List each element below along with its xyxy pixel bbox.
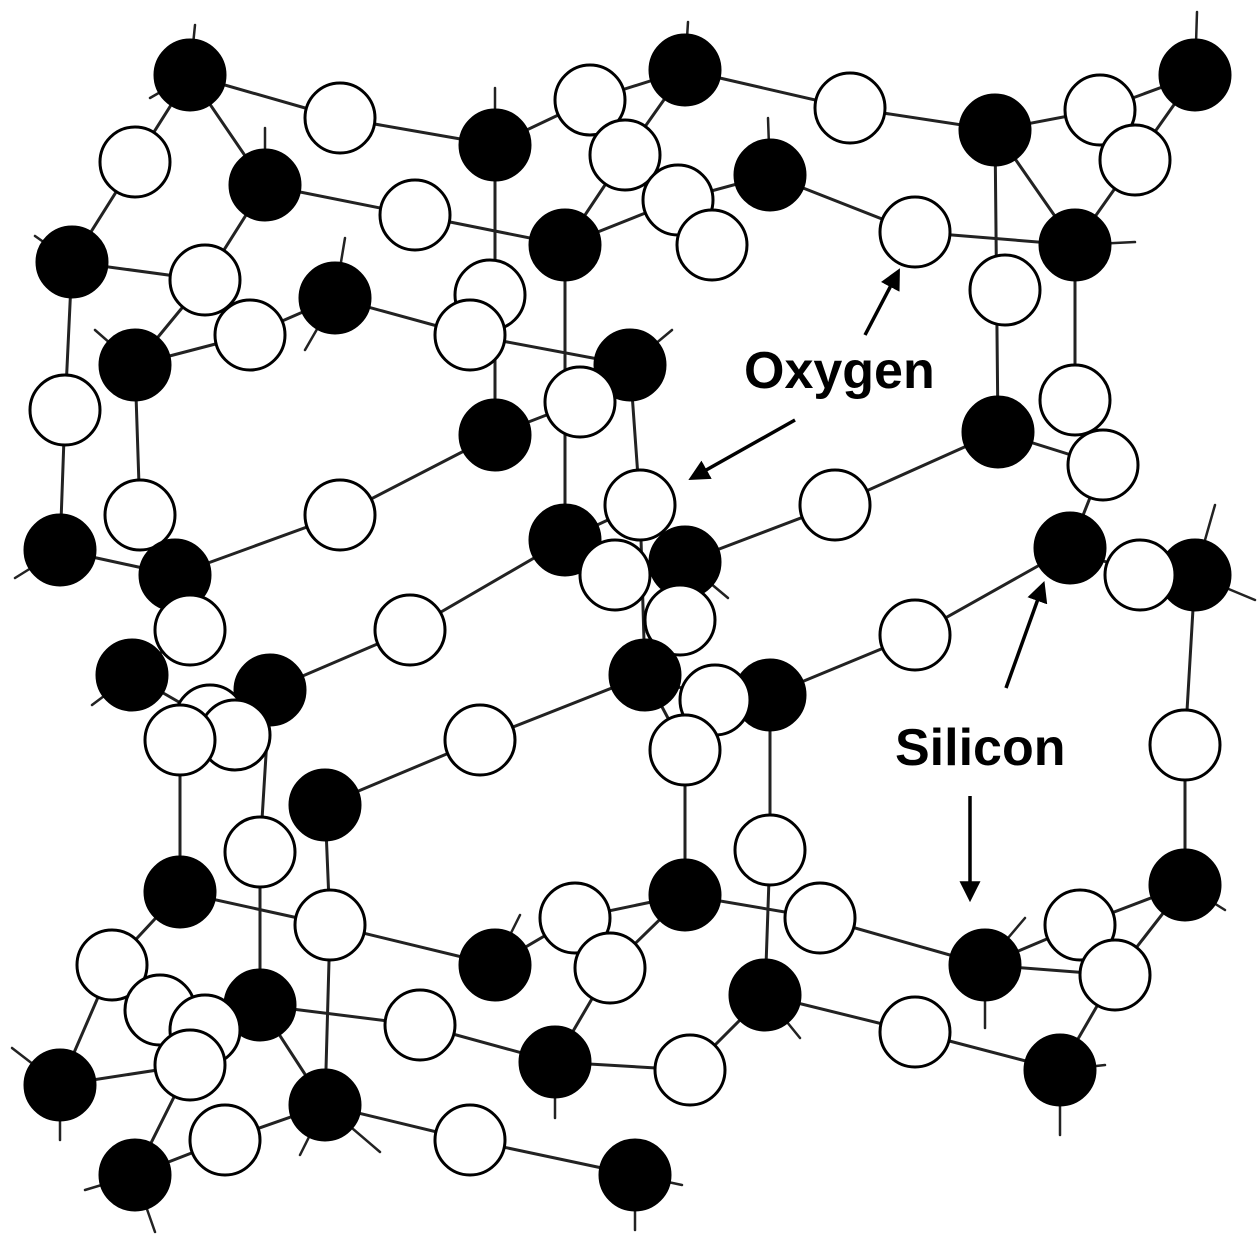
silicon-atom — [153, 38, 227, 112]
silicon-atom — [1023, 1033, 1097, 1107]
silicon-atom — [458, 108, 532, 182]
oxygen-atom — [103, 478, 177, 552]
silicon-atom — [98, 328, 172, 402]
silicon-atom — [23, 513, 97, 587]
oxygen-atom — [553, 63, 627, 137]
silicon-atom — [528, 208, 602, 282]
silicon-atom — [458, 398, 532, 472]
oxygen-atom — [383, 988, 457, 1062]
oxygen-atom — [543, 365, 617, 439]
oxygen-atom — [75, 928, 149, 1002]
silicon-atom — [528, 503, 602, 577]
silicon-atom — [458, 928, 532, 1002]
oxygen-arrow-upper — [863, 268, 900, 336]
oxygen-atom — [98, 125, 172, 199]
atoms — [23, 33, 1232, 1212]
oxygen-atom — [878, 995, 952, 1069]
silicon-atom — [98, 1138, 172, 1212]
oxygen-atom — [603, 468, 677, 542]
oxygen-atom — [153, 593, 227, 667]
silicon-atom — [608, 638, 682, 712]
silicon-atom — [598, 1138, 672, 1212]
oxygen-atom — [733, 813, 807, 887]
silicon-atom — [958, 93, 1032, 167]
oxygen-atom — [878, 598, 952, 672]
silicon-atom — [228, 148, 302, 222]
silicon-label: Silicon — [895, 719, 1066, 777]
oxygen-atom — [143, 703, 217, 777]
oxygen-atom — [373, 593, 447, 667]
silicon-atom — [1038, 208, 1112, 282]
oxygen-atom — [1098, 123, 1172, 197]
silicon-atom — [95, 638, 169, 712]
oxygen-atom — [433, 1103, 507, 1177]
oxygen-arrow-lower — [688, 418, 796, 481]
oxygen-atom — [28, 373, 102, 447]
silicon-atom — [288, 1068, 362, 1142]
oxygen-atom — [588, 118, 662, 192]
oxygen-atom — [578, 538, 652, 612]
oxygen-atom — [303, 81, 377, 155]
oxygen-atom — [878, 195, 952, 269]
oxygen-atom — [223, 815, 297, 889]
label-arrows — [688, 268, 1048, 903]
oxygen-atom — [643, 583, 717, 657]
oxygen-label: Oxygen — [744, 342, 935, 400]
oxygen-atom — [1038, 363, 1112, 437]
oxygen-atom — [1043, 888, 1117, 962]
silicon-atom — [648, 33, 722, 107]
silicon-atom — [518, 1025, 592, 1099]
oxygen-atom — [378, 178, 452, 252]
silicon-atom — [961, 395, 1035, 469]
oxygen-atom — [213, 298, 287, 372]
silicon-atom — [1033, 511, 1107, 585]
oxygen-atom — [293, 888, 367, 962]
oxygen-atom — [573, 931, 647, 1005]
oxygen-atom — [443, 703, 517, 777]
oxygen-atom — [968, 253, 1042, 327]
oxygen-atom — [653, 1033, 727, 1107]
oxygen-atom — [1148, 708, 1222, 782]
oxygen-atom — [675, 208, 749, 282]
oxygen-atom — [783, 881, 857, 955]
oxygen-atom — [798, 468, 872, 542]
silicon-atom — [593, 328, 667, 402]
oxygen-atom — [1103, 538, 1177, 612]
silicon-atom — [143, 855, 217, 929]
silicon-atom — [733, 138, 807, 212]
oxygen-atom — [1066, 428, 1140, 502]
silicon-atom — [298, 261, 372, 335]
oxygen-atom — [188, 1103, 262, 1177]
silicon-arrow-upper — [1004, 581, 1048, 689]
silicon-atom — [1148, 848, 1222, 922]
oxygen-atom — [538, 881, 612, 955]
oxygen-atom — [1063, 73, 1137, 147]
silicon-atom — [648, 858, 722, 932]
oxygen-atom — [648, 713, 722, 787]
silicon-atom — [288, 768, 362, 842]
silicon-atom — [23, 1048, 97, 1122]
silicon-atom — [948, 928, 1022, 1002]
oxygen-atom — [153, 1028, 227, 1102]
oxygen-atom — [168, 243, 242, 317]
oxygen-atom — [303, 478, 377, 552]
oxygen-atom — [1078, 938, 1152, 1012]
oxygen-atom — [433, 298, 507, 372]
silicon-atom — [1158, 38, 1232, 112]
oxygen-atom — [813, 71, 887, 145]
silicon-atom — [35, 225, 109, 299]
silicon-atom — [728, 958, 802, 1032]
